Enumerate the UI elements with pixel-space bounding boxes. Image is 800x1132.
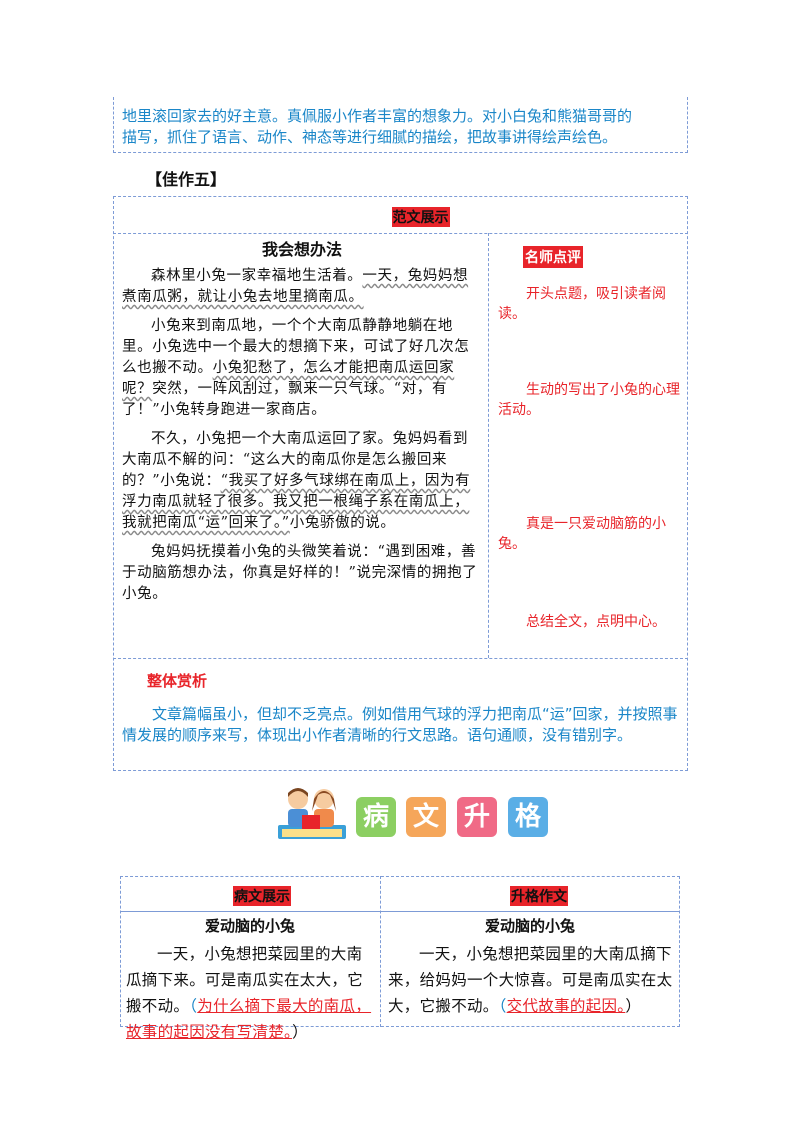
overall-label: 整体赏析 [147,672,208,690]
teacher-comment-2: 生动的写出了小兔的心理活动。 [498,382,680,418]
compare-right-paren-open: （ [498,997,507,1015]
essay-paragraph-4: 兔妈妈抚摸着小兔的头微笑着说：“遇到困难，善于动脑筋想办法，你真是好样的！”说完… [122,544,478,602]
compare-header-divider [120,911,680,912]
top-review-text: 地里滚回家去的好主意。真佩服小作者丰富的想象力。对小白兔和熊猫哥哥的 描写，抓住… [122,106,682,148]
essay-p2-underlined: 小兔犯愁了，怎么才能把南瓜运回家呢？ [122,360,455,397]
essay-box [113,196,688,771]
compare-left-text: 一天，小兔想把菜园里的大南瓜摘下来。可是南瓜实在太大，它搬不动。（为什么摘下最大… [126,941,376,1045]
essay-p3-underlined: “我买了好多气球绑在南瓜上，因为有浮力南瓜就轻了很多。我又把一根绳子系在南瓜上，… [122,473,471,531]
essay-header-label: 范文展示 [391,207,450,227]
essay-title: 我会想办法 [261,240,342,259]
compare-right-note: 交代故事的起因。 [506,997,626,1015]
teacher-comment-3: 真是一只爱动脑筋的小兔。 [498,516,666,552]
top-review-box: 地里滚回家去的好主意。真佩服小作者丰富的想象力。对小白兔和熊猫哥哥的 描写，抓住… [113,97,688,153]
essay-paragraph-1: 森林里小兔一家幸福地生活着。一天，兔妈妈想煮南瓜粥，就让小兔去地里摘南瓜。 [122,266,482,308]
compare-right-label: 升格作文 [510,886,568,906]
section-label: 【佳作五】 [146,170,227,189]
compare-left-paren-close: ） [292,1023,308,1041]
essay-p3-text-a: 不久，小兔把一个大南瓜运回了家。兔妈妈看到大南瓜不解的问：“这么大的南瓜你是怎么… [122,431,469,489]
compare-right-body: 一天，小兔想把菜园里的大南瓜摘下来，给妈妈一个大惊喜。可是南瓜实在太大，它搬不动… [388,945,673,1015]
compare-left-body: 一天，小兔想把菜园里的大南瓜摘下来。可是南瓜实在太大，它搬不动。 [126,945,364,1015]
teacher-comment-1: 开头点题，吸引读者阅读。 [498,286,666,322]
compare-left-paren-open: （ [189,997,198,1015]
compare-left-title: 爱动脑的小兔 [204,917,295,935]
essay-p3-text-b: 小兔骄傲的说。 [289,515,396,531]
essay-paragraph-2: 小兔来到南瓜地，一个个大南瓜静静地躺在地里。小兔选中一个最大的想摘下来，可试了好… [122,316,482,421]
column-divider [488,233,489,658]
compare-right-paren-close: ） [625,997,642,1015]
top-review-line-1: 地里滚回家去的好主意。真佩服小作者丰富的想象力。对小白兔和熊猫哥哥的 [122,107,633,125]
teacher-label: 名师点评 [523,246,583,268]
compare-left-label: 病文展示 [233,886,291,906]
compare-right-title: 爱动脑的小兔 [484,917,575,935]
essay-p1-text: 森林里小兔一家幸福地生活着。 [151,268,363,284]
banner-tile-4: 格 [508,797,548,837]
banner-tile-3: 升 [457,797,497,837]
essay-p2-text-b: 突然，一阵风刮过，飘来一只气球。“对，有了！”小兔转身跑进一家商店。 [122,381,448,418]
essay-p2-text-a: 小兔来到南瓜地，一个个大南瓜静静地躺在地里。小兔选中一个最大的想摘下来，可试了好… [122,318,470,376]
overall-divider [113,658,688,659]
banner-tile-2: 文 [406,797,446,837]
essay-p1-underlined: 一天，兔妈妈想煮南瓜粥，就让小兔去地里摘南瓜。 [122,268,469,305]
top-review-line-2: 描写，抓住了语言、动作、神态等进行细腻的描绘，把故事讲得绘声绘色。 [122,128,618,146]
compare-column-divider [380,876,381,1027]
kids-reading-illustration [272,785,350,843]
compare-left-note: 为什么摘下最大的南瓜，故事的起因没有写清楚。 [126,997,372,1041]
compare-right-text: 一天，小兔想把菜园里的大南瓜摘下来，给妈妈一个大惊喜。可是南瓜实在太大，它搬不动… [388,941,676,1019]
compare-box [120,876,680,1027]
banner-tile-1: 病 [356,797,396,837]
overall-text: 文章篇幅虽小，但却不乏亮点。例如借用气球的浮力把南瓜“运”回家，并按照事情发展的… [122,705,678,744]
teacher-comment-4: 总结全文，点明中心。 [526,614,666,630]
essay-paragraph-3: 不久，小兔把一个大南瓜运回了家。兔妈妈看到大南瓜不解的问：“这么大的南瓜你是怎么… [122,429,482,534]
essay-header: 范文展示 [113,196,688,234]
essay-body: 我会想办法 森林里小兔一家幸福地生活着。一天，兔妈妈想煮南瓜粥，就让小兔去地里摘… [122,236,482,613]
